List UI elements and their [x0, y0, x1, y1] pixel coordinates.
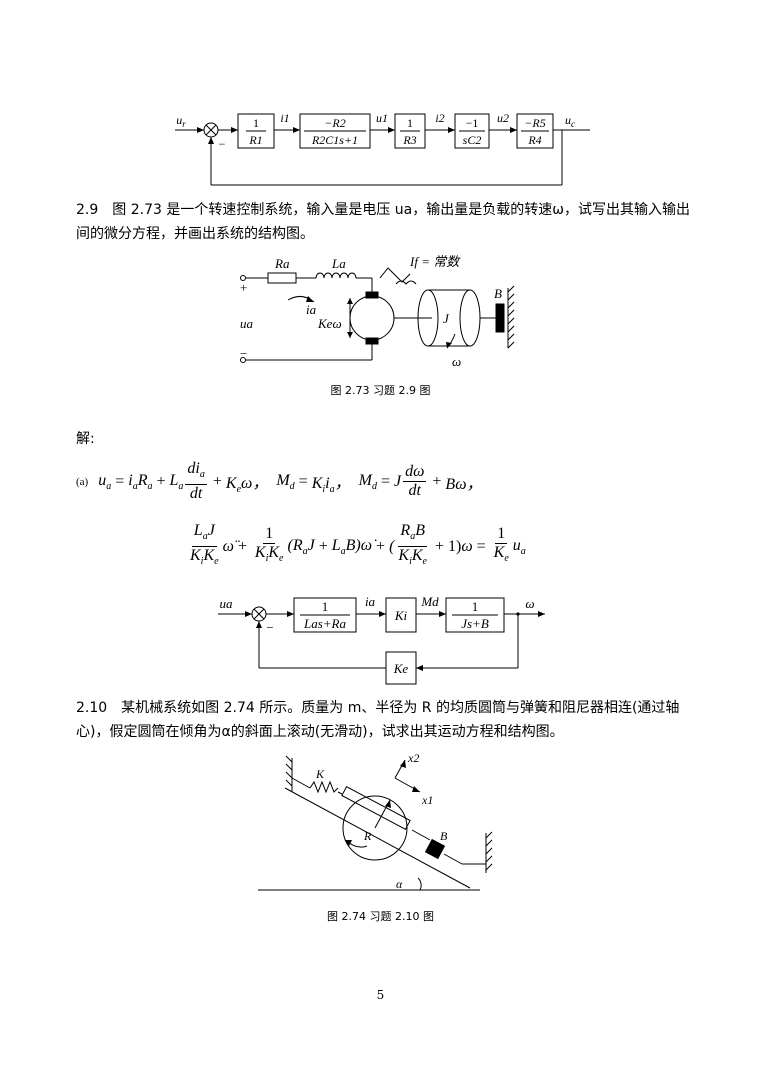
fig273-minus: − [240, 346, 247, 361]
top-input-label: ur [176, 113, 186, 129]
top-signal-i1: i1 [280, 111, 289, 125]
fig273-ua: ua [240, 316, 254, 331]
bd2-block3-num: 1 [472, 599, 479, 614]
fig273-La: La [331, 256, 346, 271]
top-block4-num: −1 [466, 116, 479, 130]
top-block3-num: 1 [407, 116, 413, 130]
top-block5-num: −R5 [524, 116, 545, 130]
fig273-Ra: Ra [274, 256, 290, 271]
fig273-If: If = 常数 [409, 254, 461, 269]
bd2-output-label: ω [525, 596, 534, 611]
bd2-block3-den: Js+B [461, 616, 489, 631]
bd2-minus-sign: − [266, 620, 273, 635]
fig274-K: K [315, 767, 325, 781]
figure-2-73-caption: 图 2.73 习题 2.9 图 [330, 384, 431, 397]
top-block2-den: R2C1s+1 [311, 133, 358, 147]
bd2-block2: Ki [394, 608, 408, 623]
top-block1-num: 1 [253, 116, 259, 130]
problem-2-9-text: 2.9 图 2.73 是一个转速控制系统，输入量是电压 ua，输出量是负载的转速… [76, 202, 690, 242]
top-block2-num: −R2 [324, 116, 345, 130]
top-minus-sign: − [219, 137, 226, 151]
bd2-block1-den: Las+Ra [303, 616, 347, 631]
fig274-R: R [363, 829, 372, 843]
fig273-Ke-omega: Keω [317, 316, 342, 331]
figure-2-74-caption: 图 2.74 习题 2.10 图 [327, 910, 434, 923]
fig274-alpha: α [396, 877, 403, 891]
top-signal-i2: i2 [435, 111, 444, 125]
bd2-signal-Md: Md [420, 594, 439, 609]
fig274-x2: x2 [407, 751, 419, 765]
top-block5-den: R4 [527, 133, 541, 147]
bd2-signal-ia: ia [365, 594, 376, 609]
fig274-x1: x1 [421, 793, 433, 807]
solution-part-label: (a) [76, 475, 89, 488]
top-block1-den: R1 [248, 133, 262, 147]
fig273-omega: ω [452, 354, 461, 369]
page-number: 5 [376, 988, 385, 1002]
fig273-J: J [443, 311, 450, 326]
bd2-feedback: Ke [393, 661, 409, 676]
fig273-ia: ia [306, 302, 317, 317]
bd2-input-label: ua [220, 596, 234, 611]
fig273-B: B [494, 286, 502, 301]
problem-2-10-text: 2.10 某机械系统如图 2.74 所示。质量为 m、半径为 R 的均质圆筒与弹… [76, 700, 680, 740]
block-diagram-2: ua − 1 Las+Ra Ki 1 Js+B Ke ia Md ω [218, 594, 545, 685]
figure-2-73: + − Ra La If = 常数 ia Keω J B ua ω [240, 254, 515, 369]
top-block3-den: R3 [402, 133, 416, 147]
bd2-block1-num: 1 [322, 599, 329, 614]
top-block4-den: sC2 [463, 133, 482, 147]
solution-heading: 解: [76, 431, 95, 447]
top-output-label: uc [565, 113, 575, 129]
block-diagram-top: ur − 1 R1 −R2 R2C1s+1 1 R3 −1 sC2 −R5 R4… [175, 111, 590, 186]
top-signal-u1: u1 [376, 111, 388, 125]
fig273-plus: + [240, 280, 247, 295]
fig274-B: B [440, 829, 448, 843]
top-signal-u2: u2 [497, 111, 509, 125]
figure-2-74: K R B x1 x2 α [258, 751, 493, 891]
